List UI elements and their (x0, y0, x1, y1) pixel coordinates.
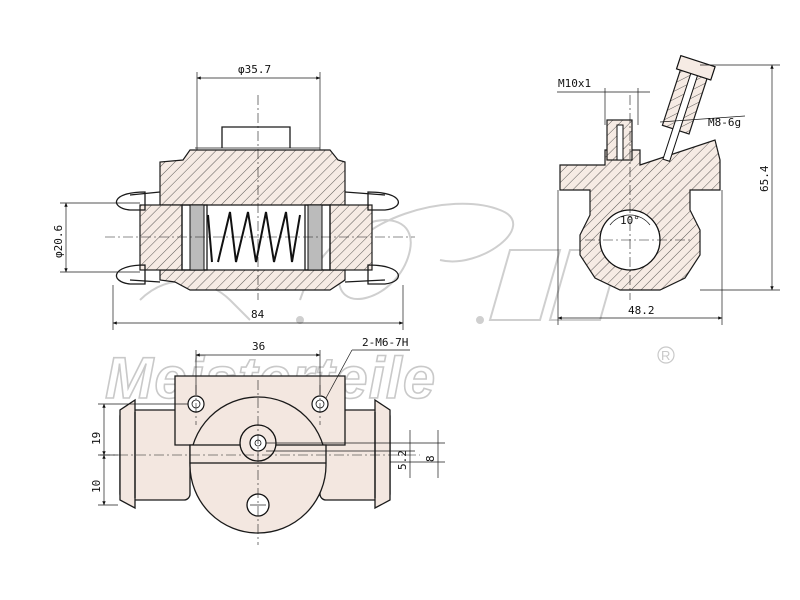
logo-swoosh (139, 202, 622, 324)
dim-overall-length: 84 (251, 308, 265, 321)
dim-inlet-offset: 5.2 (396, 450, 409, 470)
cylinder-body-section (159, 149, 346, 206)
dim-mounting-holes: 2-M6-7H (362, 336, 408, 349)
dim-hole-spacing: 36 (252, 340, 265, 353)
registered-mark-letter: R (661, 348, 670, 363)
registered-mark (657, 346, 675, 364)
piston-right (329, 204, 373, 271)
dust-boot-right (344, 191, 399, 285)
dim-angle: 10° (620, 214, 640, 227)
seal-left (189, 204, 205, 271)
dust-boot-left (115, 191, 161, 285)
section-view: φ35.7 φ20.6 84 (52, 63, 415, 330)
dim-offset-lower: 10 (90, 480, 103, 493)
side-view: 10° M10x1 M8-6g 65.4 48.2 (557, 54, 780, 325)
top-view: 36 2-M6-7H 19 10 5.2 8 (90, 336, 445, 545)
dim-offset-upper: 19 (90, 432, 103, 445)
dim-fitting-thread: M8-6g (708, 116, 741, 129)
dim-piston-diameter: φ20.6 (52, 225, 65, 258)
bleed-boss (221, 126, 291, 148)
seal-right (307, 204, 323, 271)
dim-bore-diameter: φ35.7 (238, 63, 271, 76)
dim-height: 65.4 (758, 165, 771, 192)
piston-left (139, 204, 183, 271)
dim-bleed-thread: M10x1 (558, 77, 591, 90)
dim-width: 48.2 (628, 304, 655, 317)
brake-line-fitting (661, 54, 716, 162)
dim-inlet-size: 8 (424, 455, 437, 462)
bleed-screw (606, 119, 633, 161)
